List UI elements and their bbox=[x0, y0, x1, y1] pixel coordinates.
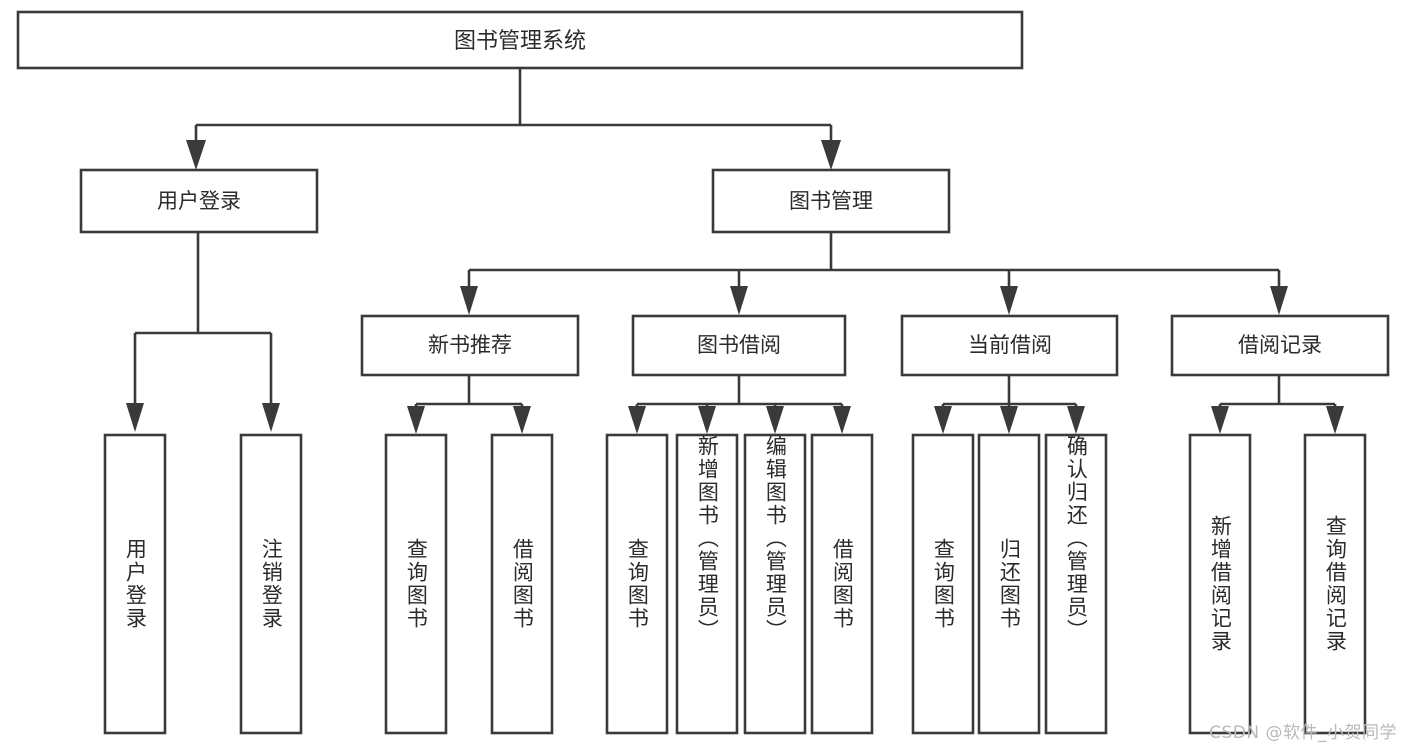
arrow-borrowrecord-leaf1 bbox=[1211, 406, 1229, 434]
node-new-book-recommend[interactable]: 新书推荐 bbox=[360, 314, 580, 377]
node-root-box[interactable] bbox=[16, 10, 1024, 70]
arrow-root-to-userlogin bbox=[186, 140, 206, 170]
connector-group-currentborrow bbox=[934, 375, 1085, 434]
arrow-newbook-leaf1 bbox=[407, 406, 425, 434]
connector-group-bookmgmt bbox=[460, 232, 1288, 315]
leaf-box-new-book-0[interactable] bbox=[384, 433, 448, 735]
leaf-box-user-login-0[interactable] bbox=[103, 433, 167, 735]
arrow-currentborrow-leaf1 bbox=[934, 406, 952, 434]
node-current-borrow[interactable]: 当前借阅 bbox=[900, 314, 1119, 377]
node-book-management[interactable]: 图书管理 bbox=[711, 168, 951, 234]
node-new-book-recommend-label: 新书推荐 bbox=[428, 333, 512, 357]
leaf-box-user-login-1[interactable] bbox=[239, 433, 303, 735]
leaf-box-book-borrow-0[interactable] bbox=[605, 433, 669, 735]
leaf-box-current-borrow-0[interactable] bbox=[911, 433, 975, 735]
connector-group-userlogin bbox=[126, 232, 280, 432]
arrow-newbook-leaf2 bbox=[513, 406, 531, 434]
arrow-bookborrow-leaf3 bbox=[766, 406, 784, 434]
node-new-book-recommend-box[interactable] bbox=[360, 314, 580, 377]
csdn-watermark: CSDN @软件_小贺同学 bbox=[1209, 723, 1397, 743]
leaf-box-new-book-1[interactable] bbox=[490, 433, 554, 735]
leaf-boxes-current-borrow bbox=[911, 433, 1108, 735]
leaf-box-book-borrow-2[interactable] bbox=[743, 433, 807, 735]
node-book-borrow-label: 图书借阅 bbox=[697, 333, 781, 357]
arrow-userlogin-leaf1 bbox=[126, 403, 144, 432]
node-root-label: 图书管理系统 bbox=[454, 29, 586, 54]
node-current-borrow-label: 当前借阅 bbox=[968, 333, 1052, 357]
node-borrow-record-label: 借阅记录 bbox=[1238, 333, 1322, 357]
node-user-login-box[interactable] bbox=[79, 168, 319, 234]
connector-group-root bbox=[186, 68, 841, 170]
leaf-box-borrow-record-1[interactable] bbox=[1303, 433, 1367, 735]
node-borrow-record[interactable]: 借阅记录 bbox=[1170, 314, 1390, 377]
arrow-bookborrow-leaf2 bbox=[698, 406, 716, 434]
arrow-bookmgmt-child1 bbox=[460, 286, 478, 315]
arrow-bookmgmt-child2 bbox=[730, 286, 748, 315]
leaf-box-borrow-record-0[interactable] bbox=[1188, 433, 1252, 735]
leaf-box-book-borrow-3[interactable] bbox=[810, 433, 874, 735]
connector-group-newbook bbox=[407, 375, 531, 434]
leaf-box-book-borrow-1[interactable] bbox=[675, 433, 739, 735]
leaf-boxes-borrow-record bbox=[1188, 433, 1367, 735]
leaf-boxes-user-login bbox=[103, 433, 303, 735]
node-borrow-record-box[interactable] bbox=[1170, 314, 1390, 377]
node-user-login-label: 用户登录 bbox=[157, 189, 241, 213]
node-book-borrow[interactable]: 图书借阅 bbox=[631, 314, 847, 377]
connector-group-borrowrecord bbox=[1211, 375, 1344, 434]
arrow-bookmgmt-child3 bbox=[1000, 286, 1018, 315]
node-root[interactable]: 图书管理系统 bbox=[16, 10, 1024, 70]
arrow-root-to-bookmgmt bbox=[821, 140, 841, 170]
arrow-userlogin-leaf2 bbox=[262, 403, 280, 432]
arrow-currentborrow-leaf2 bbox=[1000, 406, 1018, 434]
leaf-boxes-book-borrow bbox=[605, 433, 874, 735]
arrow-borrowrecord-leaf2 bbox=[1326, 406, 1344, 434]
node-book-management-label: 图书管理 bbox=[789, 189, 873, 213]
arrow-currentborrow-leaf3 bbox=[1067, 406, 1085, 434]
leaf-box-current-borrow-1[interactable] bbox=[977, 433, 1041, 735]
leaf-boxes-new-book-recommend bbox=[384, 433, 554, 735]
node-book-borrow-box[interactable] bbox=[631, 314, 847, 377]
arrow-bookborrow-leaf1 bbox=[628, 406, 646, 434]
leaf-box-current-borrow-2[interactable] bbox=[1044, 433, 1108, 735]
arrow-bookmgmt-child4 bbox=[1270, 286, 1288, 315]
arrow-bookborrow-leaf4 bbox=[833, 406, 851, 434]
node-user-login[interactable]: 用户登录 bbox=[79, 168, 319, 234]
node-current-borrow-box[interactable] bbox=[900, 314, 1119, 377]
node-book-management-box[interactable] bbox=[711, 168, 951, 234]
connector-group-bookborrow bbox=[628, 375, 851, 434]
